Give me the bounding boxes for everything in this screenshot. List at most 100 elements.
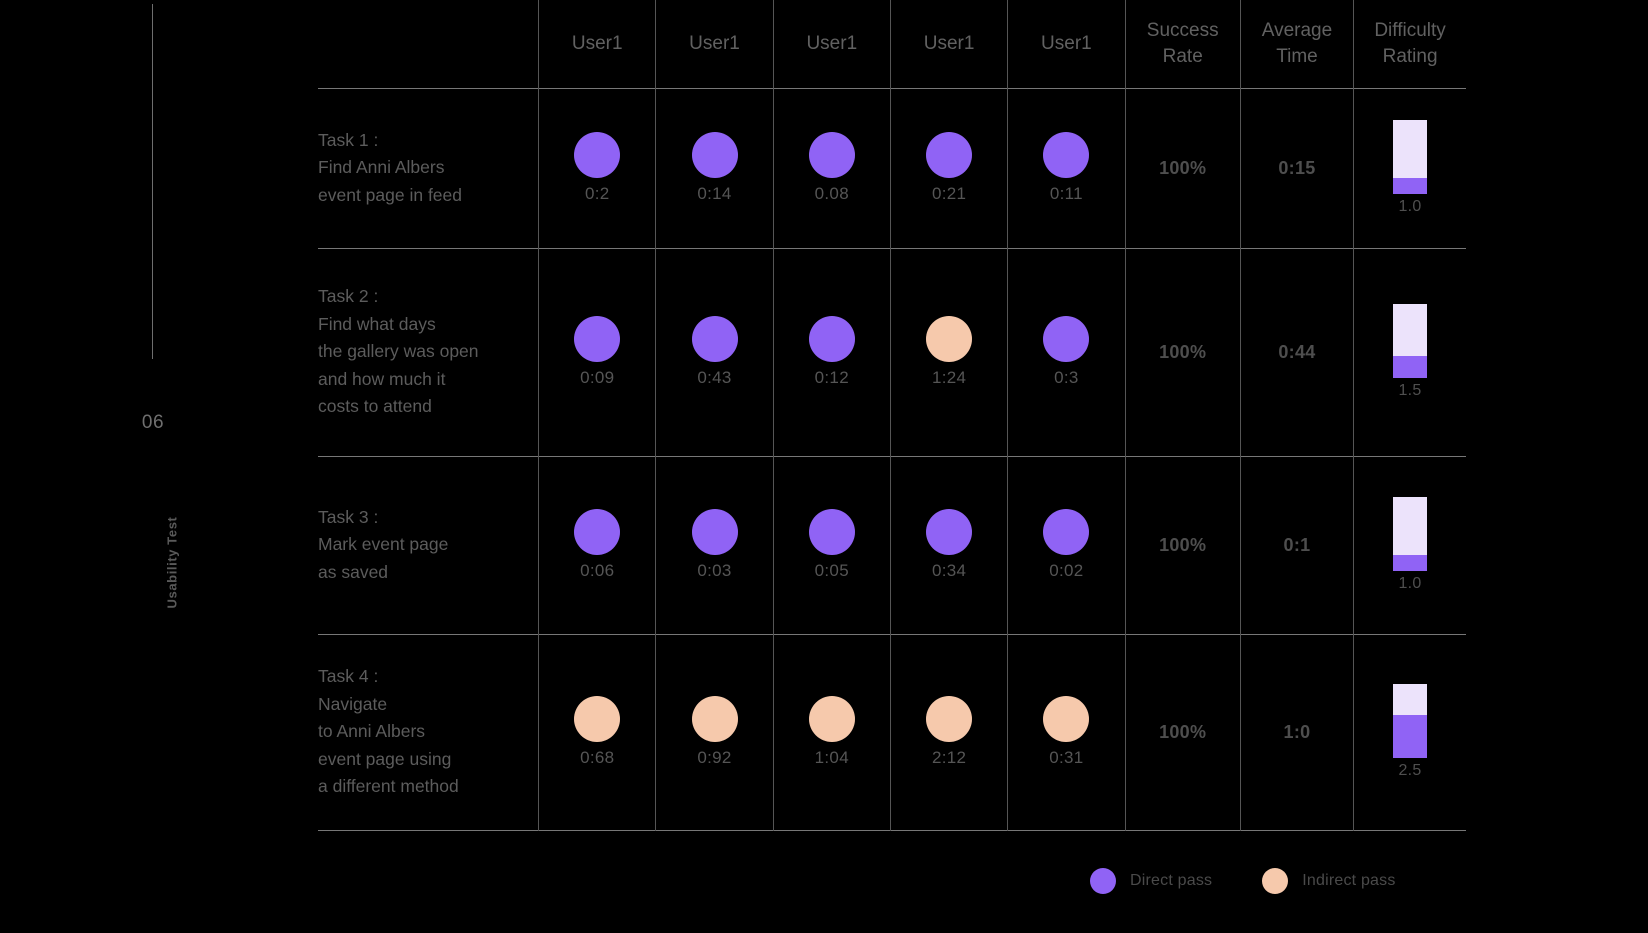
success-rate-value: 100% [1124, 634, 1241, 830]
average-time-value: 0:44 [1239, 248, 1354, 456]
task-time: 0:05 [814, 561, 849, 580]
left-rail: 06 Usability Test [0, 0, 320, 933]
task-time: 0:21 [931, 184, 967, 203]
direct-pass-dot-icon [691, 316, 738, 362]
result-cell: 0:14 [655, 88, 774, 248]
direct-pass-dot-icon [926, 509, 973, 555]
difficulty-bar [1393, 304, 1428, 378]
task-label: Task 1 : Find Anni Albers event page in … [318, 129, 463, 205]
task-time: 0:3 [1054, 368, 1079, 387]
difficulty-cell: 2.5 [1353, 634, 1466, 830]
header-user-5: User1 [1007, 0, 1126, 88]
result-cell: 1:24 [889, 248, 1008, 456]
direct-pass-dot-icon [1043, 316, 1090, 362]
direct-pass-dot-icon [808, 316, 855, 362]
difficulty-cell: 1.0 [1353, 456, 1466, 634]
result-cell: 0:03 [655, 456, 774, 634]
difficulty-bar-fill [1393, 177, 1428, 194]
direct-pass-dot-icon [1090, 868, 1116, 894]
header-average-time: Average Time [1239, 0, 1354, 88]
indirect-pass-dot-icon [574, 696, 621, 742]
task-time: 0:12 [814, 368, 849, 387]
success-rate-value: 100% [1124, 248, 1241, 456]
result-cell: 0:68 [538, 634, 656, 830]
legend-item-indirect-pass: Indirect pass [1262, 868, 1395, 894]
task-time: 0:09 [580, 368, 615, 387]
task-label: Task 4 : Navigate to Anni Albers event p… [318, 665, 459, 797]
task-time: 0:43 [697, 368, 732, 387]
result-cell: 0:3 [1007, 248, 1126, 456]
direct-pass-dot-icon [574, 132, 621, 178]
difficulty-cell: 1.0 [1353, 88, 1466, 248]
header-user-1: User1 [538, 0, 656, 88]
page-number: 06 [141, 412, 165, 433]
result-cell: 2:12 [889, 634, 1008, 830]
usability-matrix: User1 User1 User1 User1 User1 Success Ra… [318, 0, 1466, 830]
direct-pass-dot-icon [1043, 509, 1090, 555]
task-time: 1:04 [814, 748, 849, 767]
task-time: 0:02 [1049, 561, 1084, 580]
result-cell: 0:21 [889, 88, 1008, 248]
section-label: Usability Test [164, 516, 180, 609]
result-cell: 0:09 [538, 248, 656, 456]
task-time: 0:31 [1049, 748, 1084, 767]
result-cell: 0:43 [655, 248, 774, 456]
legend: Direct pass Indirect pass [1090, 868, 1396, 894]
task-time: 0:11 [1049, 184, 1083, 203]
difficulty-value: 1.0 [1398, 575, 1422, 592]
task-time: 2:12 [931, 748, 967, 767]
direct-pass-dot-icon [574, 509, 621, 555]
difficulty-bar-fill [1393, 715, 1428, 758]
header-success-rate: Success Rate [1124, 0, 1241, 88]
task-time: 0:14 [697, 184, 732, 203]
task-time: 0:03 [697, 561, 732, 580]
task-time: 0:92 [697, 748, 732, 767]
header-difficulty-rating: Difficulty Rating [1353, 0, 1466, 88]
success-rate-value: 100% [1124, 88, 1241, 248]
result-cell: 0:31 [1007, 634, 1126, 830]
table-row: Task 1 : Find Anni Albers event page in … [318, 88, 1466, 248]
direct-pass-dot-icon [691, 509, 738, 555]
average-time-value: 1:0 [1239, 634, 1354, 830]
average-time-value: 0:15 [1239, 88, 1354, 248]
result-cell: 0:05 [772, 456, 891, 634]
difficulty-bar-fill [1393, 355, 1428, 378]
difficulty-bar [1393, 497, 1428, 571]
header-user-4: User1 [889, 0, 1008, 88]
rail-divider-line [152, 4, 153, 359]
difficulty-value: 1.5 [1398, 382, 1422, 399]
difficulty-value: 1.0 [1398, 198, 1422, 215]
indirect-pass-dot-icon [1043, 696, 1090, 742]
task-time: 0:34 [931, 561, 967, 580]
task-time: 0:2 [584, 184, 610, 203]
indirect-pass-dot-icon [808, 696, 855, 742]
task-label: Task 3 : Mark event page as saved [318, 506, 449, 582]
task-time: 0:68 [580, 748, 615, 767]
legend-label: Direct pass [1130, 872, 1213, 889]
table-row: Task 2 : Find what days the gallery was … [318, 248, 1466, 456]
result-cell: 1:04 [772, 634, 891, 830]
result-cell: 0:12 [772, 248, 891, 456]
result-cell: 0:34 [889, 456, 1008, 634]
direct-pass-dot-icon [808, 132, 855, 178]
result-cell: 0.08 [772, 88, 891, 248]
difficulty-bar [1393, 684, 1428, 758]
task-time: 1:24 [931, 368, 967, 387]
task-label: Task 2 : Find what days the gallery was … [318, 285, 479, 417]
difficulty-bar [1393, 120, 1428, 194]
table-header: User1 User1 User1 User1 User1 Success Ra… [318, 0, 1466, 88]
success-rate-value: 100% [1124, 456, 1241, 634]
difficulty-cell: 1.5 [1353, 248, 1466, 456]
result-cell: 0:92 [655, 634, 774, 830]
header-user-3: User1 [772, 0, 891, 88]
average-time-value: 0:1 [1239, 456, 1354, 634]
direct-pass-dot-icon [574, 316, 621, 362]
result-cell: 0:2 [538, 88, 656, 248]
header-user-2: User1 [655, 0, 774, 88]
result-cell: 0:06 [538, 456, 656, 634]
table-row: Task 3 : Mark event page as saved 0:06 0… [318, 456, 1466, 634]
legend-label: Indirect pass [1302, 872, 1396, 889]
result-cell: 0:11 [1007, 88, 1126, 248]
indirect-pass-dot-icon [691, 696, 738, 742]
